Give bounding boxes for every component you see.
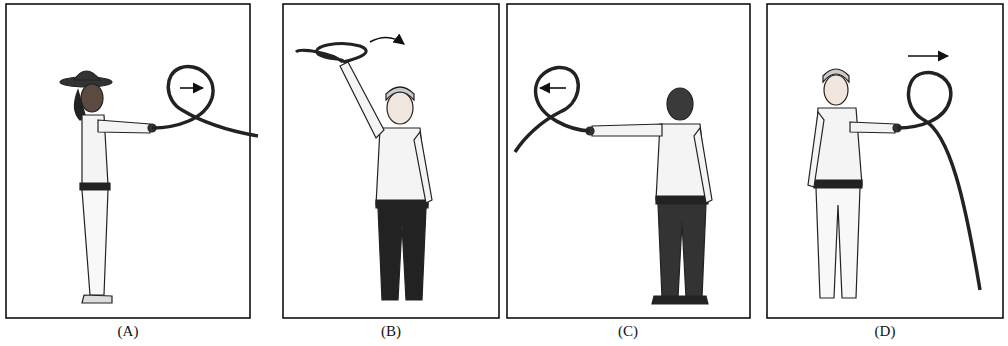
panel-frame (767, 4, 1003, 318)
panel-frame (507, 4, 750, 318)
direction-arrow (908, 55, 948, 57)
panel-frame (6, 4, 250, 318)
person-front-view (808, 69, 901, 298)
rope (296, 44, 366, 62)
panel-label: (D) (875, 323, 896, 340)
rope (897, 72, 980, 290)
direction-arrow (370, 37, 404, 44)
panel-frame (283, 4, 499, 318)
direction-arrow (540, 87, 566, 89)
rope (152, 67, 258, 136)
person-front-view (586, 88, 712, 304)
panel-frames (6, 4, 1003, 318)
panel-label: (A) (118, 323, 139, 340)
direction-arrow (180, 87, 203, 89)
rope (515, 68, 590, 152)
person-side-view (60, 71, 156, 303)
person-front-view (340, 62, 432, 300)
panel-label: (C) (618, 323, 638, 340)
panel-label: (B) (381, 323, 401, 340)
